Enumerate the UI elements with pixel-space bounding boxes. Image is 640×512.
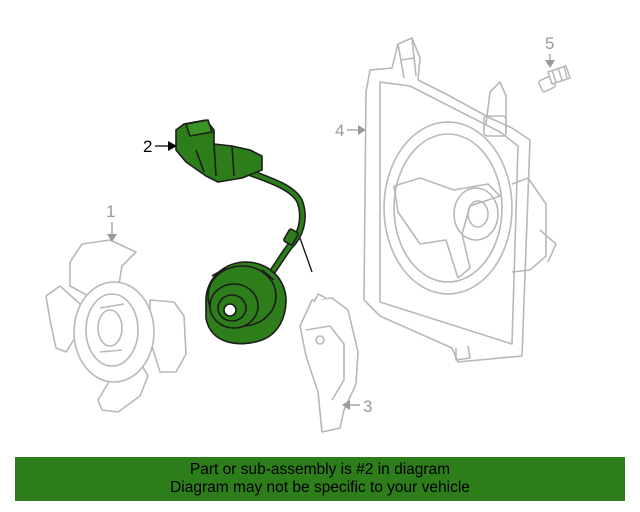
callout-2: 2 bbox=[143, 137, 177, 156]
fan-blade[interactable] bbox=[45, 239, 187, 413]
callout-label-2: 2 bbox=[143, 137, 152, 156]
callout-label-1: 1 bbox=[106, 202, 115, 221]
callout-5: 5 bbox=[545, 34, 555, 68]
banner-line-part: Part or sub-assembly is #2 in diagram bbox=[189, 461, 451, 478]
bolt[interactable] bbox=[538, 65, 571, 93]
stay-bracket[interactable] bbox=[299, 293, 359, 433]
callout-3: 3 bbox=[342, 397, 372, 416]
callout-1: 1 bbox=[106, 202, 117, 242]
banner-line-disclaimer: Diagram may not be specific to your vehi… bbox=[170, 479, 470, 496]
callout-label-5: 5 bbox=[545, 34, 554, 53]
fan-motor-wire-harness[interactable] bbox=[175, 119, 313, 345]
callout-label-4: 4 bbox=[335, 121, 344, 140]
callout-4: 4 bbox=[335, 121, 366, 140]
callout-label-3: 3 bbox=[363, 397, 372, 416]
fan-shroud[interactable] bbox=[363, 37, 557, 363]
part-info-banner: Part or sub-assembly is #2 in diagram Di… bbox=[15, 457, 625, 501]
